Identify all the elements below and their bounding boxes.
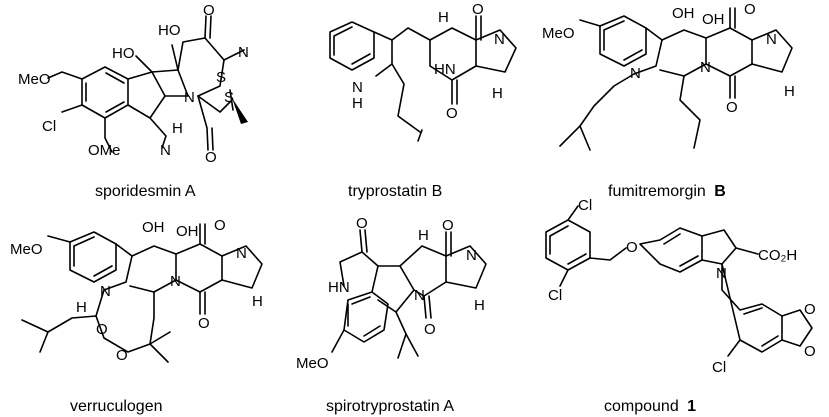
spirotryprostatin-a-caption: spirotryprostatin A [326,398,454,415]
compound-caption-bold: 1 [687,398,696,415]
sporidesmin-h-label: H [172,120,183,137]
verruculogen-n3-label: N [236,245,247,262]
tryprostatin-o1-label: O [472,1,484,18]
verruculogen-o2-label: O [198,315,210,332]
verruculogen-oh1-label: OH [142,219,165,236]
spiro-n1-label: N [414,287,425,304]
fumitremorgin-n1-label: N [630,65,641,82]
tryprostatin-n-label: N [494,31,505,48]
tryprostatin-nh-label: N [352,79,363,96]
compound1-o-label: O [626,239,638,256]
tryprostatin-h3-label: H [492,85,503,102]
compound1-o2-label: O [804,343,816,360]
fumitremorgin-b-structure: MeO OH OH N N N O O H fumitremorgin B [542,1,795,200]
sporidesmin-s2-label: S [224,89,234,106]
spiro-o3-label: O [424,321,436,338]
verruculogen-o3-label: O [96,321,108,338]
sporidesmin-a-structure: MeO Cl OMe HO HO N N N H S S O O sporide… [18,2,249,200]
sporidesmin-ome-label: OMe [88,142,121,159]
sporidesmin-cl-label: Cl [42,118,56,135]
verruculogen-h1-label: H [76,299,87,316]
sporidesmin-n3-label: N [160,142,171,159]
compound1-n-label: N [716,265,727,282]
tryprostatin-h1-label: H [352,95,363,112]
compound-caption-prefix: compound [604,398,679,415]
tryprostatin-b-caption: tryprostatin B [348,183,442,200]
tryprostatin-h2-label: H [438,9,449,26]
fumitremorgin-n3-label: N [766,31,777,48]
verruculogen-h2-label: H [252,293,263,310]
sporidesmin-s1-label: S [216,69,226,86]
sporidesmin-meo-label: MeO [18,71,51,88]
sporidesmin-oh1-label: HO [112,45,135,62]
compound-1-structure: Cl Cl O N CO₂H O O Cl compound 1 [545,197,816,415]
verruculogen-meo-label: MeO [10,241,43,258]
sporidesmin-a-caption: sporidesmin A [95,183,196,200]
verruculogen-o4-label: O [116,347,128,364]
compound1-o1-label: O [804,301,816,318]
verruculogen-oh2-label: OH [176,223,199,240]
fumitremorgin-caption-bold: B [714,183,726,200]
fumitremorgin-h-label: H [784,83,795,100]
verruculogen-o1-label: O [214,217,226,234]
tryprostatin-hn-label: HN [434,61,456,78]
fumitremorgin-n2-label: N [700,59,711,76]
compound1-cl2-label: Cl [548,287,562,304]
compound-1-caption: compound 1 [604,398,696,415]
spirotryprostatin-a-structure: HN O O O N N H H MeO spirotryprostatin A [296,215,487,415]
sporidesmin-n1-label: N [184,89,195,106]
fumitremorgin-oh2-label: OH [702,11,725,28]
sporidesmin-oh2-label: HO [158,22,181,39]
spiro-o2-label: O [442,217,454,234]
fumitremorgin-o2-label: O [726,99,738,116]
spiro-meo-label: MeO [296,355,329,372]
spiro-n2-label: N [466,247,477,264]
sporidesmin-n2-label: N [238,44,249,61]
fumitremorgin-meo-label: MeO [542,25,575,42]
sporidesmin-o1-label: O [203,2,215,19]
fumitremorgin-b-caption: fumitremorgin B [608,183,726,200]
verruculogen-caption: verruculogen [70,398,163,415]
spiro-h2-label: H [474,297,485,314]
tryprostatin-o2-label: O [446,105,458,122]
spiro-o1-label: O [356,215,368,232]
fumitremorgin-oh1-label: OH [672,5,695,22]
spiro-h1-label: H [418,227,429,244]
verruculogen-n1-label: N [100,283,111,300]
spiro-hn-label: HN [328,279,350,296]
fumitremorgin-caption-prefix: fumitremorgin [608,183,706,200]
compound1-co2h-label: CO₂H [758,247,797,264]
compound1-cl3-label: Cl [712,359,726,376]
verruculogen-structure: MeO OH OH N N N O O O O H H verruculogen [10,217,263,415]
fumitremorgin-o1-label: O [744,1,756,18]
compound1-cl1-label: Cl [578,197,592,214]
sporidesmin-o2-label: O [205,149,217,166]
tryprostatin-b-structure: N H HN N O O H H tryprostatin B [329,1,517,200]
verruculogen-n2-label: N [170,273,181,290]
